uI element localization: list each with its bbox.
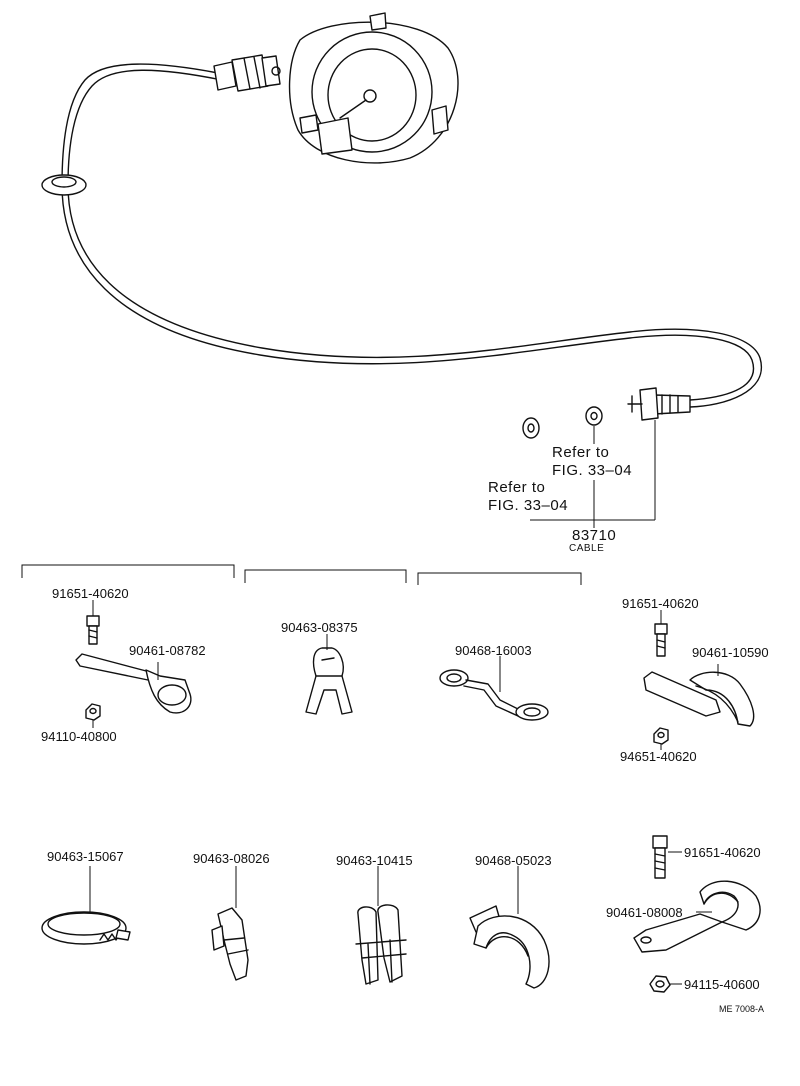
ref-lower-line2: FIG. 33–04	[488, 497, 569, 514]
ref-upper-line2: FIG. 33–04	[552, 462, 633, 479]
double-clip-icon	[355, 866, 407, 985]
cable-part-name: CABLE	[569, 543, 605, 554]
nut-bottom-right-icon	[649, 975, 682, 993]
nut-group4-icon	[653, 727, 669, 750]
clamp-05023-icon	[469, 866, 550, 989]
bracket-bottom-right-icon	[633, 880, 761, 953]
label-bolt-group4: 91651-40620	[622, 596, 699, 611]
wire-clamp-group3-icon	[439, 656, 549, 721]
ref-upper-line1: Refer to	[552, 444, 610, 461]
bolt-group4-icon	[654, 610, 668, 657]
label-band-clamp: 90463-15067	[47, 849, 124, 864]
label-nut-group1: 94110-40800	[41, 729, 117, 744]
washer-right-icon	[585, 406, 603, 426]
bolt-group1-icon	[86, 600, 100, 645]
label-bolt-bottom-right: 91651-40620	[684, 845, 761, 860]
label-bracket-bottom-right: 90461-08008	[606, 905, 683, 920]
speedometer-meter-icon	[288, 12, 459, 164]
label-wire-clamp-group3: 90468-16003	[455, 643, 532, 658]
ref-lower-line1: Refer to	[488, 479, 546, 496]
label-nut-bottom-right: 94115-40600	[684, 977, 760, 992]
nut-group1-icon	[85, 703, 101, 728]
label-double-clip: 90463-10415	[336, 853, 413, 868]
label-clamp-05023: 90468-05023	[475, 853, 552, 868]
cable-callout-lines	[530, 420, 656, 528]
bracket-clamp-group4-icon	[643, 664, 755, 727]
label-clip-group2: 90463-08375	[281, 620, 358, 635]
bracket-clamp-group1-icon	[75, 653, 192, 714]
band-clamp-icon	[41, 866, 131, 945]
speedometer-cable	[61, 63, 763, 408]
cable-connector-lower-icon	[627, 387, 691, 421]
label-bracket-clamp-group1: 90461-08782	[129, 643, 206, 658]
cable-part-number: 83710	[572, 527, 617, 544]
section-brackets	[21, 564, 582, 585]
figure-code: ME 7008-A	[719, 1004, 765, 1014]
label-bracket-clamp-group4: 90461-10590	[692, 645, 769, 660]
label-nut-group4: 94651-40620	[620, 749, 697, 764]
clip-08026-icon	[211, 866, 249, 981]
cable-connector-upper-icon	[213, 54, 281, 92]
label-clip-08026: 90463-08026	[193, 851, 270, 866]
washer-left-icon	[522, 417, 540, 439]
clip-group2-icon	[305, 634, 353, 715]
cable-grommet-icon	[41, 174, 87, 196]
bolt-bottom-right-icon	[652, 835, 682, 879]
label-bolt-group1: 91651-40620	[52, 586, 129, 601]
